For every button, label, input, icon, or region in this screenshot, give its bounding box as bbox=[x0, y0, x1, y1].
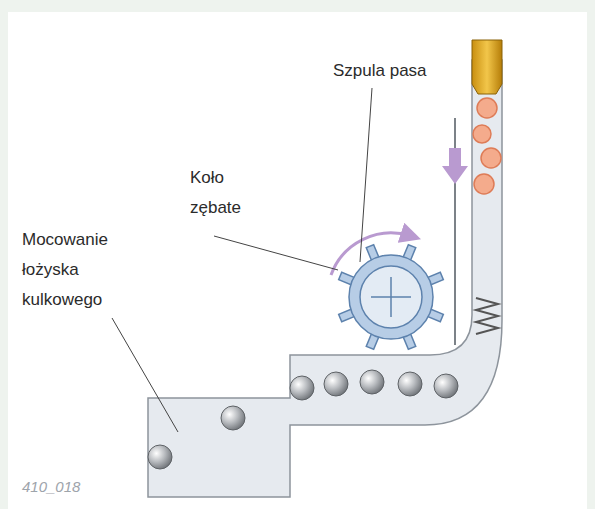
part-label: Mocowanie łożyska kulkowego bbox=[22, 225, 150, 315]
rotation-arrow bbox=[331, 233, 411, 275]
part-label: Koło zębate bbox=[190, 163, 252, 223]
figure-code: 410_018 bbox=[22, 478, 80, 496]
balls bbox=[148, 370, 458, 469]
force-arrow bbox=[442, 148, 468, 184]
belt-spool bbox=[360, 266, 422, 328]
leader-lines bbox=[112, 88, 372, 432]
part-label: Szpula pasa bbox=[333, 56, 427, 86]
gas-generator-cap bbox=[472, 40, 502, 94]
propellant-charge bbox=[473, 98, 501, 194]
spring bbox=[476, 298, 498, 334]
white-panel bbox=[8, 12, 587, 509]
housing bbox=[148, 60, 502, 497]
gear-wheel bbox=[339, 245, 444, 350]
